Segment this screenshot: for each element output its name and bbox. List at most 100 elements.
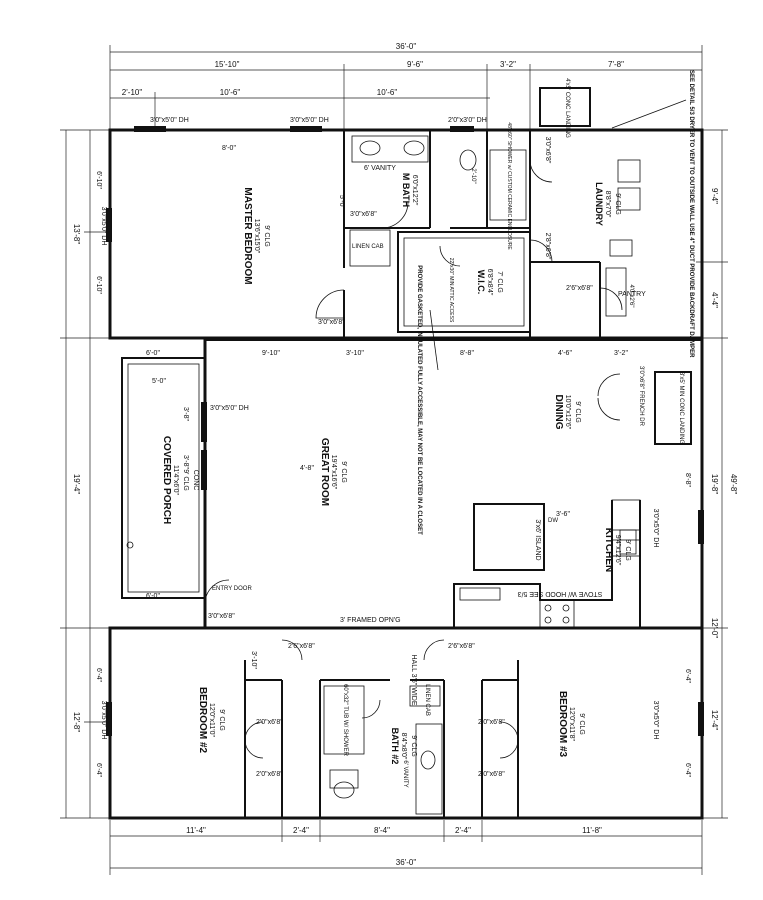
- room-master-size: 13'6"x15'0": [253, 219, 260, 254]
- room-wic-name: W.I.C.: [476, 270, 486, 295]
- label-porch-6: 6'-0": [146, 593, 160, 600]
- label-dw: DW: [548, 518, 558, 524]
- label-pantry: PANTRY: [618, 291, 646, 298]
- label-mid-1: 6'-0": [146, 350, 160, 357]
- label-win-kitchen: 3'0"x5'0" DH: [652, 509, 659, 548]
- dim-right-2: 4'-4": [710, 292, 719, 308]
- room-bed3-name: BEDROOM #3: [557, 691, 568, 758]
- label-shower: 48"x60" SHOWER w/ CUSTOM CERAMIC ENCLOSU…: [506, 122, 512, 250]
- room-wic-clg: 7' CLG: [496, 271, 503, 293]
- misc-labels: 3'0"x5'0" DH 3'0"x5'0" DH 2'0"x3'0" DH 8…: [100, 70, 694, 788]
- left-dimensions: 13'-8" 19'-4" 12'-8" 6'-10" 6'-10" 6'-4"…: [60, 129, 110, 819]
- kitchen-fixtures: [453, 499, 641, 629]
- room-bed3-clg: 9' CLG: [578, 713, 585, 735]
- label-door-bed3-closet-2: 2'0"x6'8": [478, 771, 505, 778]
- label-french: 3'0"x6'8" FRENCH DR: [638, 366, 644, 427]
- label-entry: ENTRY DOOR: [212, 586, 252, 592]
- dryer: [617, 187, 641, 211]
- room-mbath-name: M BATH: [401, 173, 411, 207]
- label-win-master-2: 3'0"x5'0" DH: [290, 117, 329, 124]
- dim-bottom-1: 11'-4": [186, 826, 206, 835]
- label-door-hall-2: 2'6"x6'8": [448, 643, 475, 650]
- label-porch-3-8a: 3'-8": [182, 407, 189, 421]
- doors: [204, 159, 623, 759]
- dim-left-sub-4: 6'-4": [95, 763, 102, 777]
- label-stove: STOVE W/ HOOD SEE 5/3: [518, 590, 603, 597]
- label-shower-b2: 60"x32" TUB W/ SHOWER: [342, 684, 348, 756]
- room-porch-clg: 9' CLG: [182, 469, 189, 491]
- note-attic: PROVIDE GASKETED, INSULATED FULLY ACCESS…: [416, 265, 422, 535]
- room-laundry-clg: 9' CLG: [614, 193, 621, 215]
- dim-left-1: 13'-8": [72, 224, 81, 245]
- room-bath2-clg: 9' CLG: [410, 735, 417, 757]
- label-door-laundry: 2'6"x6'8": [566, 285, 593, 292]
- label-door-bed2-closet-2: 2'0"x6'8": [256, 771, 283, 778]
- room-master-clg: 9' CLG: [263, 225, 270, 247]
- label-2-10: 2'-10": [470, 168, 476, 183]
- room-bed2-size: 12'0"x11'0": [208, 703, 215, 737]
- room-kitchen-size: 9'4"x12'6": [614, 535, 621, 566]
- dim-top-2: 9'-6": [407, 60, 423, 69]
- bath-fixtures: [126, 135, 641, 815]
- door-french: [597, 373, 621, 421]
- window-master-2: [290, 126, 322, 132]
- label-win-master-1: 3'0"x5'0" DH: [150, 117, 189, 124]
- window-master-1: [134, 126, 166, 132]
- dim-right-sub-2: 6'-4": [684, 669, 691, 683]
- dim-left-3: 12'-8": [72, 712, 81, 733]
- door-mbath: [381, 201, 409, 229]
- toilet-bath2: [333, 781, 355, 799]
- room-great-clg: 9' CLG: [340, 461, 347, 483]
- note-dryer: SEE DETAIL 5/3 DRYER TO VENT TO OUTSIDE …: [688, 70, 694, 358]
- dim-right-1: 9'-4": [710, 188, 719, 204]
- label-linen-cab: LINEN CAB: [352, 244, 384, 250]
- door-bed3-closet: [499, 721, 519, 759]
- room-mbath-size: 6'0"x12'2": [411, 175, 418, 206]
- dim-bottom-5: 11'-8": [582, 826, 602, 835]
- label-win-bed3: 3'0"x5'0" DH: [652, 701, 659, 740]
- window-bed2: [106, 702, 112, 736]
- label-3-6: 3'-6": [556, 511, 570, 518]
- label-conc-landing-mid: 3'x5' MIN CONC LANDING: [678, 372, 684, 445]
- window-great-1: [201, 402, 207, 442]
- label-3-10-b: 3'-10": [250, 651, 257, 669]
- room-bed2-clg: 9' CLG: [218, 709, 225, 731]
- label-dim-3-10: 3'-10": [346, 350, 364, 357]
- dim-right-total: 49'-8": [729, 474, 738, 495]
- room-great-size: 19'4"x16'6": [330, 455, 337, 490]
- label-hall: HALL 3'6" WIDE: [410, 654, 417, 705]
- interior-walls: [205, 130, 702, 818]
- room-bath2-size: 8'4"x8'0": [400, 733, 407, 760]
- dim-right-sub-3: 6'-4": [684, 763, 691, 777]
- room-dining-size: 10'0"x12'6": [564, 395, 571, 430]
- room-porch-name: COVERED PORCH: [161, 436, 172, 524]
- room-dining-clg: 9' CLG: [574, 401, 581, 423]
- label-island: 3'x6' ISLAND: [534, 519, 541, 560]
- label-mid-2: 9'-10": [262, 350, 280, 357]
- dim-right-3: 19'-8": [710, 474, 719, 495]
- room-great-name: GREAT ROOM: [319, 438, 330, 506]
- label-8-0: 8'-0": [222, 145, 236, 152]
- washer: [617, 159, 641, 183]
- door-bed2-closet: [244, 721, 264, 759]
- door-pantry: [599, 287, 623, 311]
- room-bed3-size: 12'0"x11'8": [568, 707, 575, 741]
- dim-top-sub-3: 10'-6": [377, 88, 398, 97]
- door-laundry-2: [529, 239, 553, 263]
- room-dining-name: DINING: [553, 395, 564, 430]
- room-wic-size: 6'8"x8'4": [486, 269, 493, 296]
- label-door-bed2-closet-1: 2'0"x6'8": [256, 719, 283, 726]
- label-door-laundry-side: 2'8"x6'8": [544, 233, 551, 260]
- dim-top-4: 7'-8": [608, 60, 624, 69]
- label-vanity: 6' VANITY: [364, 165, 396, 172]
- dim-bottom-total: 36'-0": [396, 858, 417, 867]
- window-bed3: [698, 702, 704, 736]
- label-win-bath: 2'0"x3'0" DH: [448, 117, 487, 124]
- door-hall: [281, 639, 445, 661]
- window-great-2: [201, 450, 207, 490]
- label-win-master-side: 3'0"x5'0" DH: [100, 207, 107, 246]
- label-mid-5: 4'-6": [558, 350, 572, 357]
- dim-top-3: 3'-2": [500, 60, 516, 69]
- room-kitchen-clg: 9' CLG: [624, 539, 631, 561]
